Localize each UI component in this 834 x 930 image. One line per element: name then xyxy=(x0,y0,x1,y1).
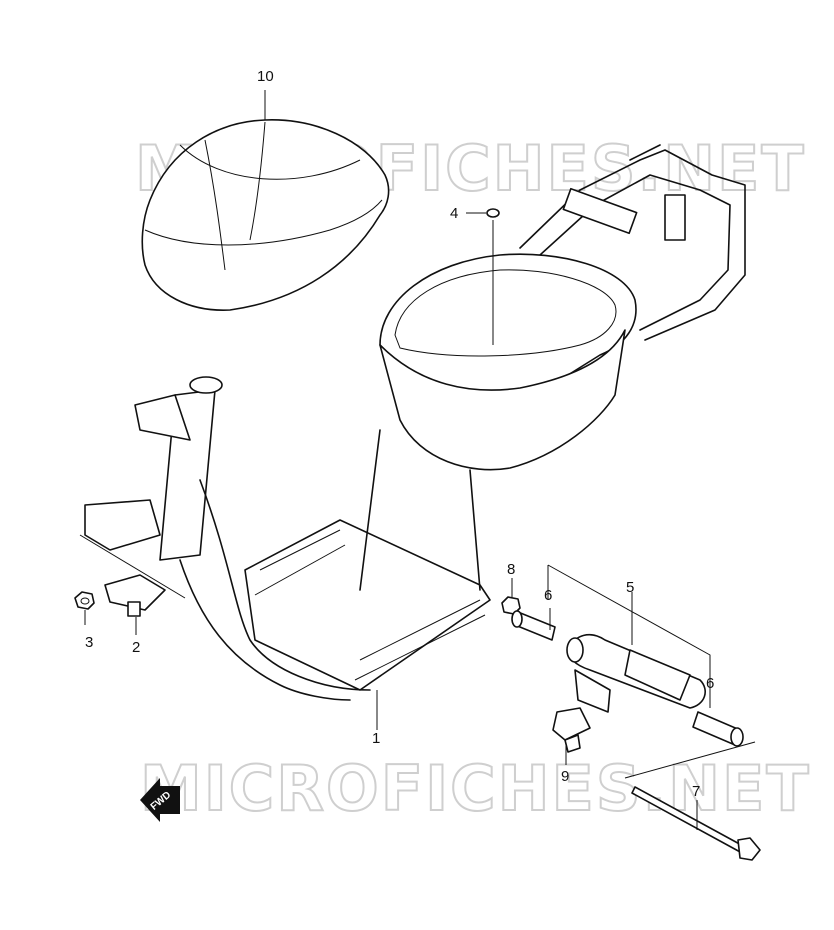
part-4-grommet xyxy=(486,208,500,218)
callout-6-upper: 6 xyxy=(544,587,552,604)
leader-lines xyxy=(84,90,711,830)
part-3-nut xyxy=(74,591,95,610)
callout-7: 7 xyxy=(692,783,700,800)
callout-1: 1 xyxy=(372,730,380,747)
part-6-collar-upper xyxy=(511,610,556,641)
part-2-bracket xyxy=(104,574,166,617)
part-9-bushing xyxy=(552,707,591,753)
watermark-bottom: MICROFICHES.NET xyxy=(140,752,811,825)
part-1-frame xyxy=(84,144,746,701)
callout-8: 8 xyxy=(507,561,515,578)
part-10-seat-cover xyxy=(141,119,390,311)
callout-2: 2 xyxy=(132,639,140,656)
part-6-collar-lower xyxy=(692,711,744,747)
assembly-5-bracket-lines xyxy=(79,534,756,779)
callout-4: 4 xyxy=(450,205,458,222)
part-5-engine-hanger xyxy=(566,633,706,713)
callout-6-lower: 6 xyxy=(706,675,714,692)
callout-10: 10 xyxy=(257,68,274,85)
callout-3: 3 xyxy=(85,634,93,651)
part-8-nut xyxy=(501,596,521,615)
part-7-bolt xyxy=(631,786,761,861)
fwd-arrow-icon: FWD xyxy=(140,778,180,822)
callout-9: 9 xyxy=(561,768,569,785)
callout-5: 5 xyxy=(626,579,634,596)
